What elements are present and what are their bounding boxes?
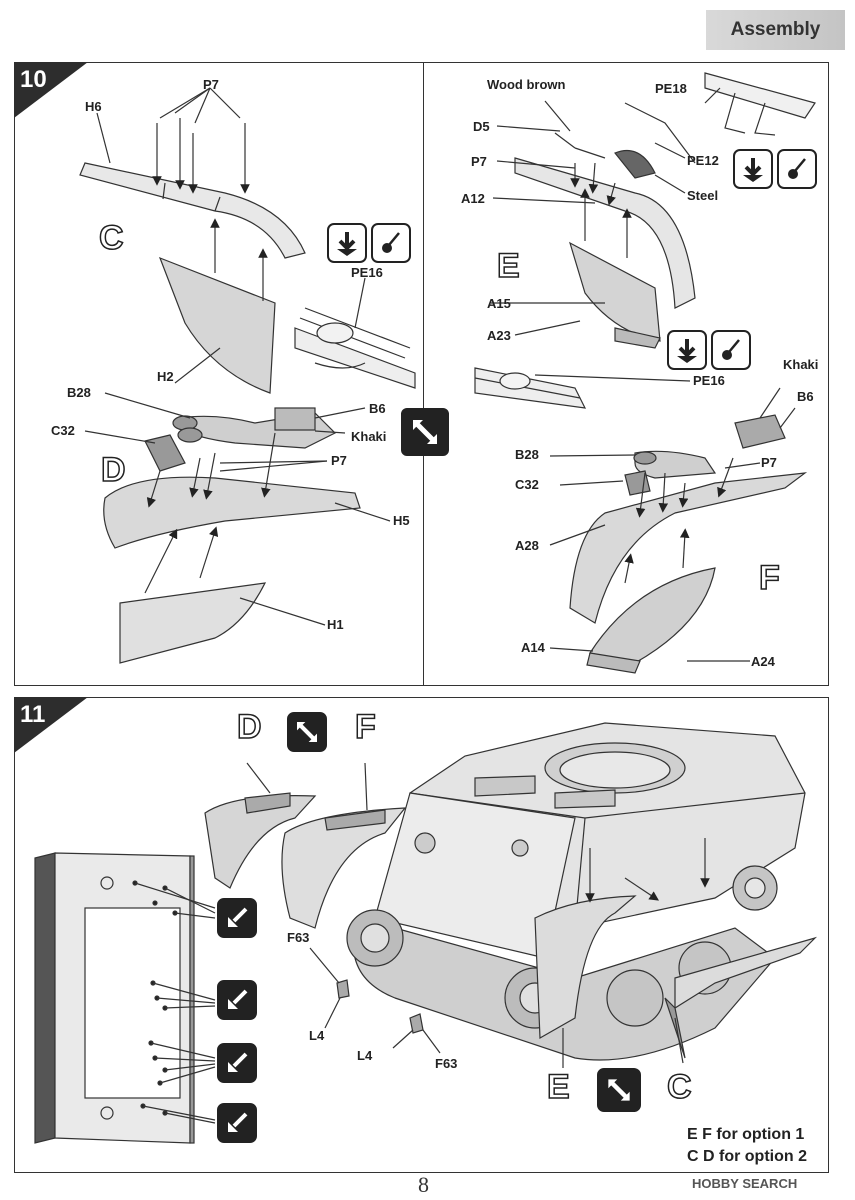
label-l4-left: L4	[309, 1028, 325, 1043]
label-a14: A14	[521, 640, 545, 655]
corner-arrow-icon	[228, 907, 248, 927]
label-d-step11: D	[236, 707, 262, 747]
assembly-d	[204, 795, 317, 889]
label-f-step11: F	[354, 707, 376, 747]
paint-drop-icon-right	[777, 149, 817, 189]
weld-seam-icon-4	[217, 1103, 257, 1143]
label-c-step11: C	[666, 1067, 692, 1107]
label-wood-brown: Wood brown	[487, 77, 566, 92]
label-p7-top: P7	[203, 77, 219, 92]
page-number: 8	[418, 1172, 429, 1197]
option-note-1: E F for option 1	[687, 1126, 805, 1143]
step-11-panel: 11	[14, 697, 829, 1173]
part-h2-panel	[158, 256, 276, 394]
label-d: D	[100, 450, 126, 490]
label-h2: H2	[157, 369, 174, 384]
label-p7-top-right: P7	[471, 154, 487, 169]
brush-icon	[722, 339, 740, 360]
label-f: F	[758, 558, 780, 598]
step-10-illustration	[79, 72, 816, 674]
label-pe16-left: PE16	[351, 265, 383, 280]
weld-seam-icon-3	[217, 1043, 257, 1083]
label-d5: D5	[473, 119, 490, 134]
label-b28-right: B28	[515, 447, 539, 462]
part-h5-fender	[103, 476, 361, 549]
diagonal-arrows-icon	[297, 722, 317, 742]
label-e-step11: E	[546, 1067, 570, 1107]
label-pe16-right: PE16	[693, 373, 725, 388]
label-khaki-right: Khaki	[783, 357, 819, 372]
cement-icon-right	[733, 149, 773, 189]
option-note-2: C D for option 2	[687, 1148, 807, 1165]
label-c32-right: C32	[515, 477, 539, 492]
label-c: C	[98, 218, 124, 258]
arrow-down-icon	[677, 339, 697, 363]
part-a15-panel	[569, 241, 661, 342]
paint-drop-icon-right-2	[711, 330, 751, 370]
label-h5: H5	[393, 513, 410, 528]
fender-e-on-hull	[534, 895, 637, 1040]
label-a12: A12	[461, 191, 485, 206]
label-e: E	[496, 246, 520, 286]
label-a24: A24	[751, 654, 775, 669]
step-10-panel: 10	[14, 62, 829, 686]
rotate-view-icon	[287, 712, 327, 752]
label-f63-left: F63	[287, 930, 310, 945]
step-11-illustration	[34, 722, 818, 1144]
label-p7-bottom-right: P7	[761, 455, 777, 470]
part-h6-fender	[79, 162, 306, 259]
corner-arrow-icon	[228, 989, 248, 1009]
label-l4-right: L4	[357, 1048, 373, 1063]
fender-profile	[34, 852, 56, 1144]
rotate-view-icon	[401, 408, 449, 456]
part-a12-fender	[514, 157, 696, 309]
brush-icon	[382, 232, 400, 253]
part-a14-panel	[589, 567, 716, 664]
arrow-down-icon	[337, 232, 357, 256]
label-c32-left: C32	[51, 423, 75, 438]
label-khaki-left: Khaki	[351, 429, 387, 444]
label-a23: A23	[487, 328, 511, 343]
fender-c-on-hull	[674, 936, 818, 1010]
paint-drop-icon	[371, 223, 411, 263]
label-b6-left: B6	[369, 401, 386, 416]
part-h1-panel	[119, 582, 267, 664]
label-pe12: PE12	[687, 153, 719, 168]
weld-seam-icon-2	[217, 980, 257, 1020]
panel-divider	[423, 63, 424, 685]
label-pe18: PE18	[655, 81, 687, 96]
label-a15: A15	[487, 296, 511, 311]
label-f63-right: F63	[435, 1056, 458, 1071]
watermark: HOBBY SEARCH	[692, 1176, 798, 1191]
label-b28-left: B28	[67, 385, 91, 400]
part-c32	[144, 434, 186, 472]
rotate-view-icon-2	[597, 1068, 641, 1112]
label-a28: A28	[515, 538, 539, 553]
label-b6-right: B6	[797, 389, 814, 404]
corner-arrow-icon	[228, 1112, 248, 1132]
weld-seam-icon	[217, 898, 257, 938]
cement-icon	[327, 223, 367, 263]
section-title: Assembly	[706, 10, 845, 50]
label-h1: H1	[327, 617, 344, 632]
brush-icon	[788, 158, 806, 179]
part-a28-fender	[569, 472, 808, 624]
label-h6: H6	[85, 99, 102, 114]
part-pe12-steel	[614, 149, 656, 179]
corner-arrow-icon	[228, 1052, 248, 1072]
cement-icon-right-2	[667, 330, 707, 370]
diagonal-arrows-icon	[413, 420, 437, 444]
label-p7-bottom-left: P7	[331, 453, 347, 468]
diagonal-arrows-icon	[608, 1079, 630, 1101]
arrow-down-icon	[743, 158, 763, 182]
label-steel: Steel	[687, 188, 719, 203]
